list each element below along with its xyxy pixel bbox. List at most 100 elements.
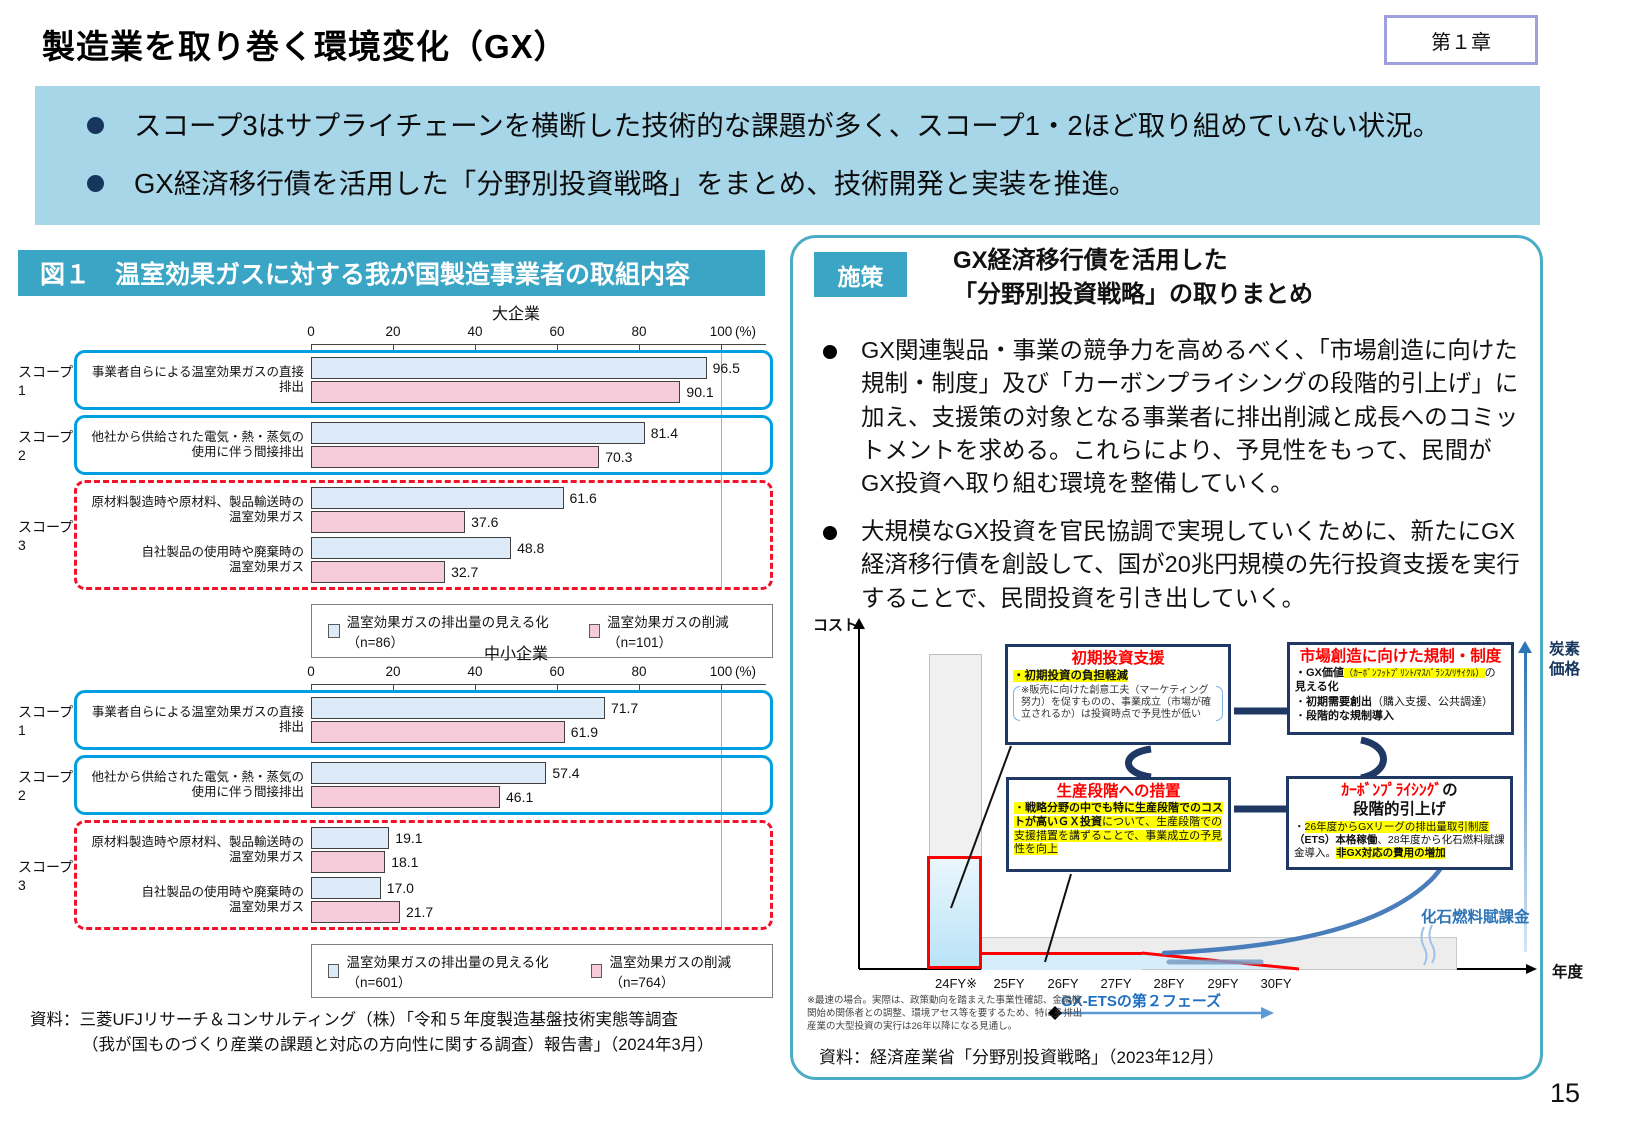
box-text-segment: ・ [1295,695,1306,708]
bar-line: 48.8 [311,537,766,559]
bar-value-label: 37.6 [471,514,499,530]
bar-value-label: 21.7 [405,904,434,920]
axis-unit-label: (%) [735,324,756,339]
policy-heading-line: 「分野別投資戦略」の取りまとめ [953,280,1313,308]
box-text-segment: ・初期投資の負担軽減 [1013,670,1128,683]
bar [311,901,400,923]
carbon-price-axis-arrow-icon [1518,641,1532,653]
policy-bullet: GX関連製品・事業の競争力を高めるべく、「市場創造に向けた規制・制度」及び「カー… [821,334,1521,501]
year-axis-label: 年度 [1552,964,1584,981]
bar [311,357,707,379]
axis-tick-label: 60 [549,664,565,679]
policy-panel: 施策 GX経済移行債を活用した 「分野別投資戦略」の取りまとめ GX関連製品・事… [790,235,1543,1080]
scope-label: スコープ2 [18,769,74,803]
bar [311,786,500,808]
box-text-segment: ・ [1014,802,1025,815]
box-text-segment: ・ [1295,710,1306,723]
bar-value-label: 71.7 [610,700,639,716]
axis-line [311,684,766,685]
connector-brace [1360,736,1387,782]
bar-line: 57.4 [311,762,766,784]
bar-line: 18.1 [311,851,766,873]
box-title-segment: 市場創造に向けた規制・制度 [1299,648,1502,665]
bar-value-label: 19.1 [395,830,423,846]
axis-tick-mark [721,685,722,690]
bar-line: 19.1 [311,827,766,849]
bar-value-label: 61.6 [569,490,597,506]
legend-label: 温室効果ガスの削減（n=101） [607,615,729,650]
legend-label: 温室効果ガスの排出量の見える化（n=86） [346,615,549,650]
carbon-price-axis [1524,652,1527,952]
box-text-segment: ※販売に向けた創意工夫（マーケティング努力）を促すものの、事業成立（市場が確立さ… [1021,684,1211,721]
box-text-segment: 段階的な規制導入 [1306,710,1394,723]
box-title-segment: 生産段階への措置 [1056,783,1181,800]
year-tick-label: 27FY [1100,976,1132,991]
policy-source: 資料：経済産業省「分野別投資戦略」（2023年12月） [819,1048,1225,1067]
category-row: 原材料製造時や原材料、製品輸送時の 温室効果ガス 19.1 18.1 [81,825,766,875]
box-title-line: ｶｰﾎﾞﾝﾌﾟﾗｲｼﾝｸﾞの [1294,781,1505,800]
legend-swatch [588,624,601,638]
bar-value-label: 90.1 [686,384,714,400]
category-label: 事業者自らによる温室効果ガスの直接排出 [91,704,304,734]
legend-swatch [591,964,603,978]
year-tick-label: 30FY [1260,976,1292,991]
ets-phase-diamond-icon [1048,1006,1062,1020]
box-market-creation-regulation: 市場創造に向けた規制・制度・GX価値（ｶｰﾎﾞﾝﾌｯﾄﾌﾟﾘﾝﾄ/ﾏｽﾊﾞﾗﾝｽ… [1287,642,1514,735]
pointer-line [950,745,1012,909]
category-label: 原材料製造時や原材料、製品輸送時の 温室効果ガス [91,834,304,864]
box-text-segment: 26年度からGXリーグの排出量取引制度 [1304,820,1489,833]
axis-tick-mark [721,345,722,350]
legend-item: 温室効果ガスの排出量の見える化（n=601） [328,951,557,991]
bullet-icon [87,117,104,134]
box-text-line: ・初期需要創出（購入支援、公共調達） [1295,696,1506,710]
axis-tick-label: 80 [631,324,647,339]
diagram-footnote: ※最速の場合。実際は、政策動向を踏まえた事業性確認、金融機関始め関係者との調整、… [807,995,1083,1033]
bullet-icon [823,525,837,540]
chart-legend: 温室効果ガスの排出量の見える化（n=86） 温室効果ガスの削減（n=101） [311,604,773,658]
box-text-segment: 初期需要創出 [1306,695,1372,708]
year-tick-label: 26FY [1047,976,1079,991]
policy-badge: 施策 [814,252,907,297]
bar [311,877,381,899]
axis-unit-label: (%) [735,664,756,679]
axis-tick-mark [557,345,558,350]
page-title: 製造業を取り巻く環境変化（GX） [42,28,568,65]
legend-swatch [328,624,340,638]
summary-box: スコープ3はサプライチェーンを横断した技術的な課題が多く、スコープ1・2ほど取り… [35,86,1540,225]
axis-line [311,344,766,345]
box-text-segment: （ｶｰﾎﾞﾝﾌｯﾄﾌﾟﾘﾝﾄ/ﾏｽﾊﾞﾗﾝｽ/ﾘｻｲｸﾙ） [1343,668,1485,679]
box-text-segment: 非GX対応の費用の増加 [1336,846,1446,859]
ets-phase-arrow-icon [1261,1007,1274,1019]
bar-line: 37.6 [311,511,766,533]
carbon-price-axis-label-line: 価格 [1549,661,1581,679]
summary-bullet-text: スコープ3はサプライチェーンを横断した技術的な課題が多く、スコープ1・2ほど取り… [134,110,1441,141]
box-title-segment: の [1442,782,1458,799]
bar [311,446,600,468]
box-text-line: ※販売に向けた創意工夫（マーケティング努力）を促すものの、事業成立（市場が確立さ… [1013,685,1223,722]
axis-tick-mark [475,685,476,690]
axis-tick-mark [311,345,312,350]
category-label: 他社から供給された電気・熱・蒸気の 使用に伴う間接排出 [91,429,304,459]
box-text-line: ・GX価値（ｶｰﾎﾞﾝﾌｯﾄﾌﾟﾘﾝﾄ/ﾏｽﾊﾞﾗﾝｽ/ﾘｻｲｸﾙ）の見える化 [1295,667,1506,694]
box-title-segment: ｶｰﾎﾞﾝﾌﾟﾗｲｼﾝｸﾞ [1341,782,1443,799]
bullet-icon [87,175,104,192]
category-label: 事業者自らによる温室効果ガスの直接排出 [91,364,304,394]
axis-tick-mark [311,685,312,690]
box-title: ｶｰﾎﾞﾝﾌﾟﾗｲｼﾝｸﾞの段階的引上げ [1294,781,1505,820]
bar-line: 21.7 [311,901,766,923]
legend-label: 温室効果ガスの排出量の見える化（n=601） [346,955,549,990]
chart-legend: 温室効果ガスの排出量の見える化（n=601）温室効果ガスの削減（n=764） [311,944,773,998]
investment-strategy-diagram: コスト 初期投資支援・初期投資の負担軽減※販売に向けた創意工夫（マーケティング [799,612,1537,1052]
box-text-segment: ・GX価値 [1295,667,1344,680]
box-text-line: ・26年度からGXリーグの排出量取引制度（ETS）本格稼働、28年度から化石燃料… [1294,820,1505,860]
box-text-segment: 見える化 [1295,681,1339,693]
bar-line: 71.7 [311,697,766,719]
